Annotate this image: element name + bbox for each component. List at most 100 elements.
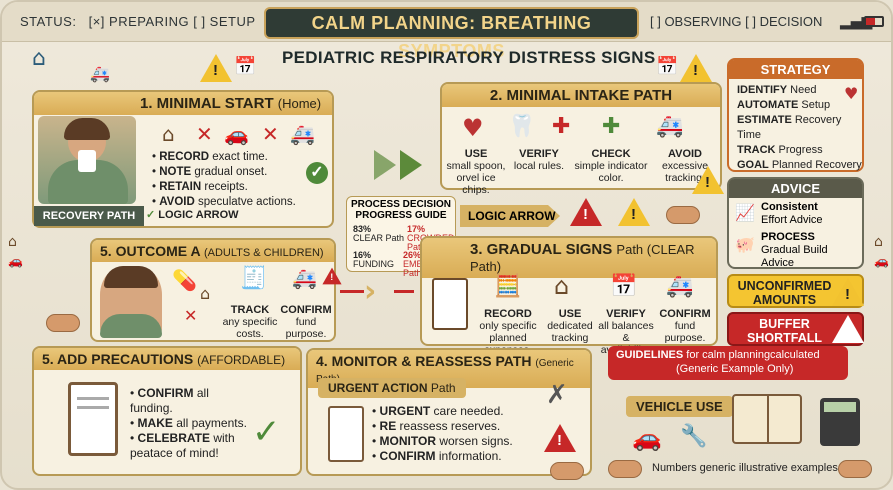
warning-icon [680, 54, 712, 82]
list-item: • RE reassess reserves. [372, 419, 501, 433]
arrow-right-icon [374, 150, 396, 180]
heart-icon: ♥ [462, 114, 484, 142]
list-item: TRACK Progress [737, 144, 823, 156]
logic-arrow-2: LOGIC ARROW [460, 205, 560, 227]
warning-icon [832, 315, 864, 343]
x-icon: ✕ [196, 122, 213, 146]
house-icon: ⌂ [8, 234, 17, 250]
pointing-hand-icon [46, 314, 80, 332]
list-item: • RECORD exact time. [152, 151, 268, 163]
child-illustration [100, 266, 162, 338]
clipboard-icon [328, 406, 364, 462]
list-item: GOAL Planned Recovery [737, 159, 862, 171]
list-item: • AVOID speculatve actions. [152, 196, 296, 208]
list-item: • URGENT care needed. [372, 404, 504, 418]
ambulance-icon: 🚑 [290, 122, 315, 146]
check-icon: ✓ [306, 162, 328, 184]
x-icon: ✕ [184, 306, 198, 325]
progress-guide: PROCESS DECISION PROGRESS GUIDE 83%CLEAR… [346, 196, 461, 278]
piggy-bank-icon: 🐖 [735, 235, 755, 254]
x-icon: ✕ [262, 122, 279, 146]
calendar-icon: 📅 [234, 56, 257, 77]
urgent-action-label: URGENT ACTION Path [318, 378, 466, 398]
tooth-icon: 🦷 [508, 114, 536, 139]
list-item: • CONFIRM information. [372, 449, 502, 463]
home-icon: ⌂ [32, 46, 46, 71]
arrow-right-icon [400, 150, 422, 180]
recovery-path-label: RECOVERY PATH [34, 206, 144, 226]
pointing-hand-icon [550, 462, 584, 480]
status-line: STATUS: [×] PREPARING [ ] SETUP [20, 14, 256, 29]
chevron-right-icon: › [364, 274, 377, 309]
guide-title: PROCESS DECISION PROGRESS GUIDE [350, 199, 452, 221]
house-icon: ⌂ [554, 272, 570, 300]
step5a-panel: 5. OUTCOME A (ADULTS & CHILDREN) 💊 ⌂ ✕ 🧾… [90, 238, 336, 342]
house-icon: ⌂ [874, 234, 883, 250]
ambulance-icon: 🚑 [292, 266, 317, 290]
pointing-hand-icon [608, 460, 642, 478]
warning-icon [618, 198, 650, 226]
list-item: • MAKE all payments. [130, 416, 247, 430]
cross-icon: ✚ [602, 114, 621, 139]
step1-panel: 1. MINIMAL START (Home) ⌂ ✕ 🚗 ✕ 🚑 • RECO… [32, 90, 334, 228]
step5b-panel: 5. ADD PRECAUTIONS (AFFORDABLE) • CONFIR… [32, 346, 302, 476]
book-icon [732, 394, 802, 444]
step2-title: 2. MINIMAL INTAKE PATH [442, 84, 720, 107]
step4-bullets: • URGENT care needed. • RE reassess rese… [372, 404, 542, 464]
step1-title-sub: (Home) [277, 96, 322, 111]
check-circle-icon: ✓ [146, 209, 156, 221]
house-icon: ⌂ [200, 284, 211, 303]
step5b-header: 5. ADD PRECAUTIONS (AFFORDABLE) [34, 348, 300, 370]
clipboard-icon [432, 278, 468, 330]
tools-icon: ✗ [546, 380, 568, 410]
guidelines-banner: GUIDELINES for calm planningcalculated (… [608, 346, 848, 380]
clipboard-icon [68, 382, 118, 456]
list-item: • NOTE gradual onset. [152, 166, 268, 178]
car-icon: 🚗 [632, 424, 662, 452]
ambulance-icon: 🚑 [90, 64, 110, 83]
pointing-hand-icon [838, 460, 872, 478]
chart-icon: 📈 [735, 203, 755, 222]
right-options[interactable]: [ ] OBSERVING [ ] DECISION [650, 14, 823, 29]
list-item: • CONFIRM all funding. [130, 386, 209, 415]
house-icon: ⌂ [162, 122, 175, 146]
guide-stat: 16%FUNDING [353, 250, 394, 269]
battery-icon [864, 16, 884, 27]
warning-icon [570, 198, 602, 226]
status-label: STATUS: [20, 14, 77, 29]
calendar-icon: 📅 [656, 56, 679, 77]
subtitle: PEDIATRIC RESPIRATORY DISTRESS SIGNS [282, 48, 656, 67]
arrow-icon [394, 290, 414, 293]
strategy-title: STRATEGY [729, 60, 862, 79]
warning-icon [692, 166, 724, 194]
pointing-hand-icon [666, 206, 700, 224]
calculator-icon: 🧮 [494, 274, 522, 299]
calendar-icon: 📅 [610, 274, 638, 299]
list-item: • RETAIN receipts. [152, 181, 248, 193]
car-icon: 🚗 [224, 122, 249, 146]
arrow-icon [340, 290, 364, 293]
list-item: AUTOMATE Setup [737, 99, 831, 111]
step4-panel: 4. MONITOR & REASSESS PATH (Generic Path… [306, 348, 592, 476]
step5b-bullets: • CONFIRM all funding. • MAKE all paymen… [130, 386, 250, 461]
step1-header: 1. MINIMAL START (Home) [34, 92, 332, 115]
step1-title: 1. MINIMAL START [140, 95, 274, 112]
strategy-panel: STRATEGY IDENTIFY Need AUTOMATE Setup ES… [727, 58, 864, 172]
calculator-icon [820, 398, 860, 446]
ambulance-icon: 🚑 [666, 274, 694, 299]
checkmark-icon: ✓ [252, 412, 281, 452]
sick-person-illustration [38, 116, 136, 204]
step3-panel: 3. GRADUAL SIGNS Path (CLEAR Path) 🧮 ⌂ 📅… [420, 236, 718, 356]
warning-icon [322, 267, 342, 285]
step5a-header: 5. OUTCOME A (ADULTS & CHILDREN) [92, 240, 334, 262]
status-options[interactable]: [×] PREPARING [ ] SETUP [88, 14, 256, 29]
